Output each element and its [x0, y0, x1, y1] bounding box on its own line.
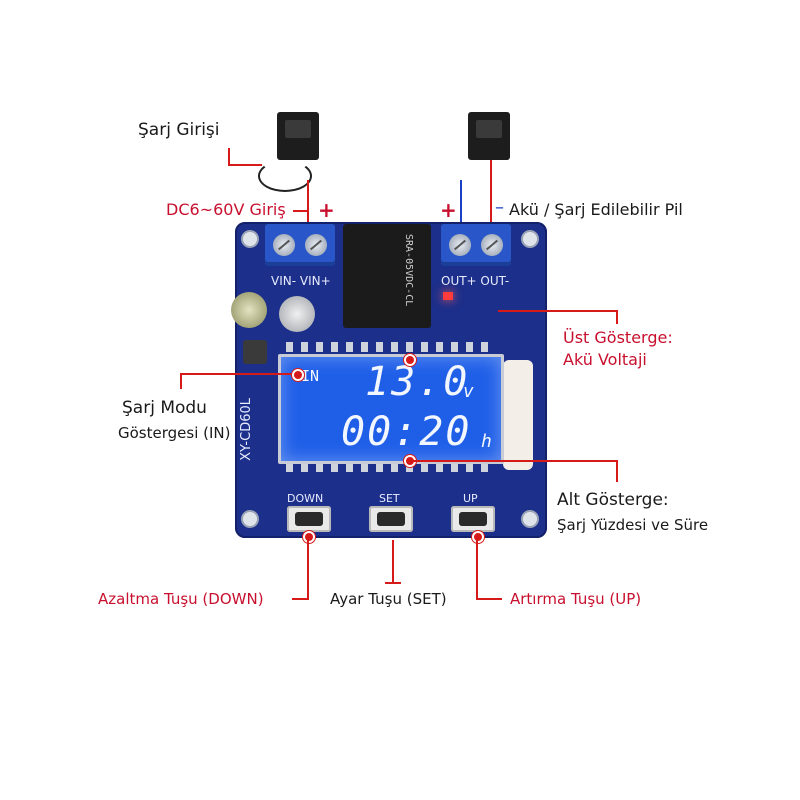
vin-silk-label: VIN- VIN+ [271, 274, 331, 288]
vin-minus-screw[interactable] [273, 234, 295, 256]
mount-hole-br [521, 510, 539, 528]
down-button[interactable] [287, 506, 331, 532]
down-key-label: Azaltma Tuşu (DOWN) [98, 590, 264, 608]
set-leader-cap [385, 582, 401, 584]
out-plus-screw[interactable] [449, 234, 471, 256]
set-button[interactable] [369, 506, 413, 532]
btn-up-silk: UP [463, 492, 478, 505]
bottom-display-desc: Şarj Yüzdesi ve Süre [557, 516, 709, 534]
model-silk-label: XY-CD60L [239, 398, 254, 461]
top-display-leader-h [498, 310, 618, 312]
up-leader-v [476, 540, 478, 600]
out-minus-screw[interactable] [481, 234, 503, 256]
top-display-leader-v [616, 310, 618, 324]
up-marker [472, 531, 484, 543]
top-display-title: Üst Gösterge: [563, 328, 673, 347]
vin-plus-screw[interactable] [305, 234, 327, 256]
white-connector [503, 360, 533, 470]
charge-input-leader-v [228, 148, 230, 166]
lcd-pins-top [286, 342, 496, 352]
charger-cable [258, 160, 312, 192]
mount-hole-tr [521, 230, 539, 248]
set-leader-v [392, 540, 394, 584]
lcd-pins-bottom [286, 462, 496, 472]
dc-input-label: DC6~60V Giriş [166, 200, 286, 219]
down-leader-v [307, 540, 309, 600]
charge-input-leader-h [228, 164, 262, 166]
btn-down-silk: DOWN [287, 492, 324, 505]
down-leader-h [292, 598, 308, 600]
out-plus-sign: + [440, 198, 457, 222]
out-minus-sign: – [495, 197, 504, 218]
btn-set-silk: SET [379, 492, 400, 505]
lcd-voltage-unit: v [463, 381, 476, 402]
lcd-mode: IN [301, 367, 320, 385]
top-display-desc: Akü Voltaji [563, 350, 647, 369]
charge-input-label: Şarj Girişi [138, 120, 220, 140]
set-key-label: Ayar Tuşu (SET) [330, 590, 447, 608]
lcd-display: IN 13.0 v 00:20 h [278, 354, 504, 464]
vin-terminal[interactable] [265, 224, 335, 266]
vin-plus-wire [307, 180, 309, 242]
status-led [443, 292, 453, 300]
out-silk-label: OUT+ OUT- [441, 274, 510, 288]
charger-plug [277, 112, 319, 160]
mount-hole-tl [241, 230, 259, 248]
lcd-time-unit: h [481, 431, 494, 452]
battery-label: Akü / Şarj Edilebilir Pil [509, 200, 683, 219]
vin-plus-sign: + [318, 198, 335, 222]
mode-desc: Göstergesi (IN) [118, 424, 231, 442]
mode-marker [292, 369, 304, 381]
down-marker [303, 531, 315, 543]
dc-input-leader [293, 210, 307, 212]
capacitor-1 [231, 292, 267, 328]
up-leader-h [476, 598, 502, 600]
top-display-marker [404, 354, 416, 366]
mount-hole-bl [241, 510, 259, 528]
mode-title: Şarj Modu [122, 398, 207, 418]
lcd-voltage: 13.0 [365, 359, 470, 405]
out-terminal[interactable] [441, 224, 511, 266]
relay-text: SRA-05VDC-CL [403, 234, 414, 307]
bottom-display-leader-h [412, 460, 618, 462]
out-minus-wire [490, 160, 492, 242]
up-button[interactable] [451, 506, 495, 532]
battery-plug [468, 112, 510, 160]
out-plus-wire [460, 180, 462, 242]
capacitor-2 [279, 296, 315, 332]
inductor [243, 340, 267, 364]
up-key-label: Artırma Tuşu (UP) [510, 590, 642, 608]
relay: SRA-05VDC-CL [343, 224, 431, 328]
mode-leader-v [180, 373, 182, 389]
bottom-display-leader-v [616, 460, 618, 482]
mode-leader-h [180, 373, 292, 375]
lcd-time: 00:20 [341, 409, 472, 455]
bottom-display-title: Alt Gösterge: [557, 490, 669, 510]
